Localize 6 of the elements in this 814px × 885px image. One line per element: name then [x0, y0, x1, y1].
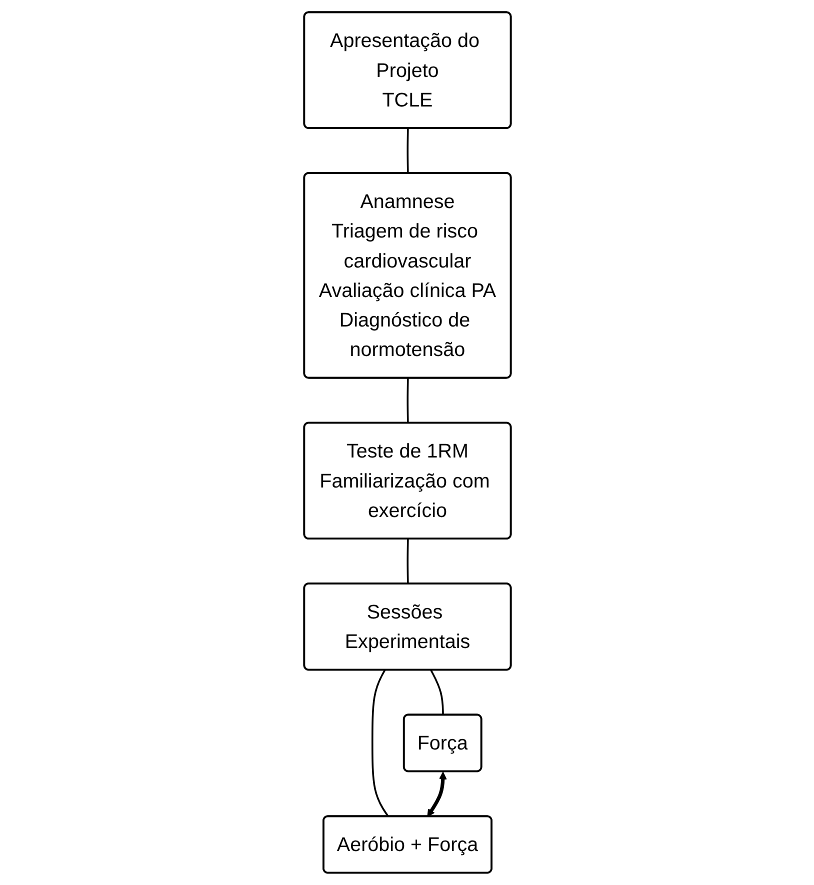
arrow	[426, 772, 446, 817]
connector	[406, 128, 408, 174]
connector	[430, 670, 444, 716]
connector	[371, 670, 389, 818]
connector	[406, 378, 408, 424]
connector	[406, 539, 408, 584]
